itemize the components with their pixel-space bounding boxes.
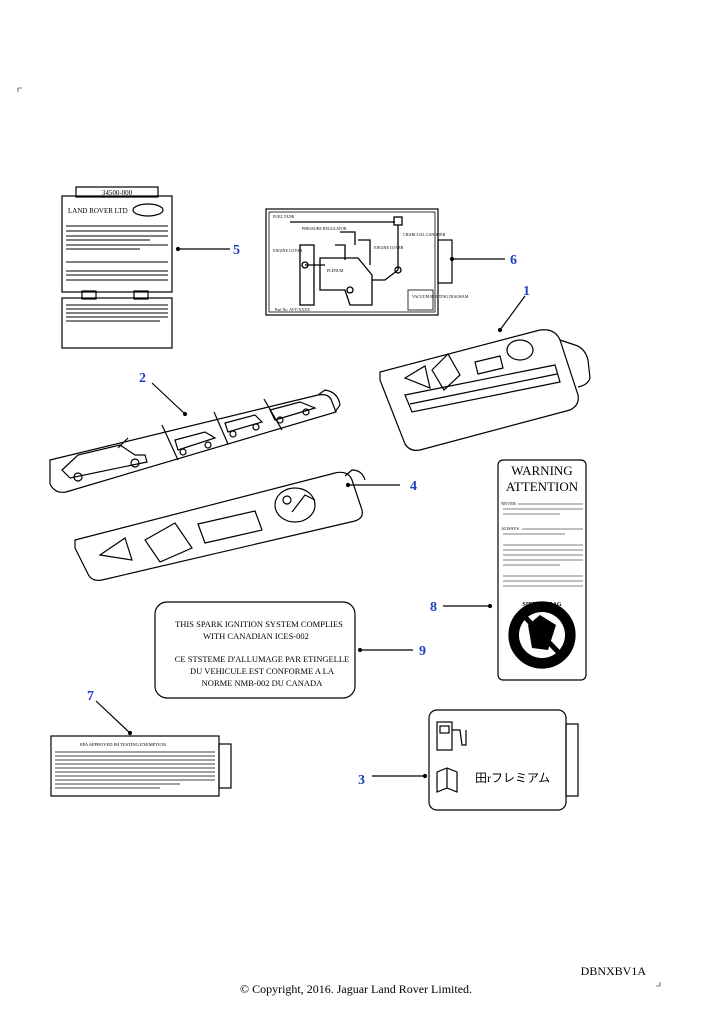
callout-4: 4 [410,479,417,494]
callout-9: 9 [419,644,426,659]
label9-line3: CE STSTEME D'ALLUMAGE PAR ETINGELLE [175,654,350,664]
label6-part-no: Part No. AVY/XXXX [275,307,310,312]
label-2 [49,382,341,493]
label9-line4: DU VEHICULE EST CONFORME A LA [190,666,335,676]
corner-mark [656,982,661,987]
label6-fuel-tank: FUEL TANK [273,214,295,219]
label5-part-number: 34500-000 [102,189,133,197]
label9-line5: NORME NMB-002 DU CANADA [202,678,324,688]
callout-7: 7 [87,689,94,704]
label-7: EPA APPROVED IM TESTING EXEMPTION [50,700,232,797]
callout-2: 2 [139,371,146,386]
label-5: 34500-000 LAND ROVER LTD [61,186,230,349]
callout-3: 3 [358,773,365,788]
label8-always: ALWAYS [501,526,519,531]
leader-1 [499,295,526,331]
leader-7 [95,700,131,734]
label6-engine-cover-right: ENGINE COVER [374,245,404,250]
label5-maker: LAND ROVER LTD [68,207,128,215]
label-1 [379,295,591,451]
label6-charcoal-canister: CHARCOAL CANISTER [403,232,446,237]
copyright-text: © Copyright, 2016. Jaguar Land Rover Lim… [240,982,472,996]
diagram-code: DBNXBV1A [581,964,647,978]
label9-line1: THIS SPARK IGNITION SYSTEM COMPLIES [175,619,343,629]
label6-engine-cover: ENGINE COVER [273,248,303,253]
callout-5: 5 [233,243,240,258]
label3-code: 田rフレミアム [475,771,550,785]
label-4 [74,469,400,581]
label-3: 田rフレミアム [372,709,579,811]
callout-1: 1 [523,284,530,299]
label8-attention: ATTENTION [506,479,579,494]
label7-title: EPA APPROVED IM TESTING EXEMPTION [80,742,167,747]
label9-line2: WITH CANADIAN ICES-002 [203,631,309,641]
label6-plenum: PLENUM [327,268,344,273]
corner-mark [17,87,22,92]
label6-vacuum: VACUUM ROUTING DIAGRAM [412,294,469,299]
label8-never: NEVER [501,501,516,506]
label-9: THIS SPARK IGNITION SYSTEM COMPLIES WITH… [154,601,413,699]
callout-6: 6 [510,253,517,268]
label-6: FUEL TANK PRESSURE REGULATOR CHARCOAL CA… [265,208,505,316]
leader-2 [151,382,186,415]
label6-pressure-regulator: PRESSURE REGULATOR [302,226,347,231]
callout-8: 8 [430,600,437,615]
label-8: WARNING ATTENTION NEVER ALWAYS SIDE AIRB… [443,459,587,681]
label8-warning: WARNING [511,463,572,478]
